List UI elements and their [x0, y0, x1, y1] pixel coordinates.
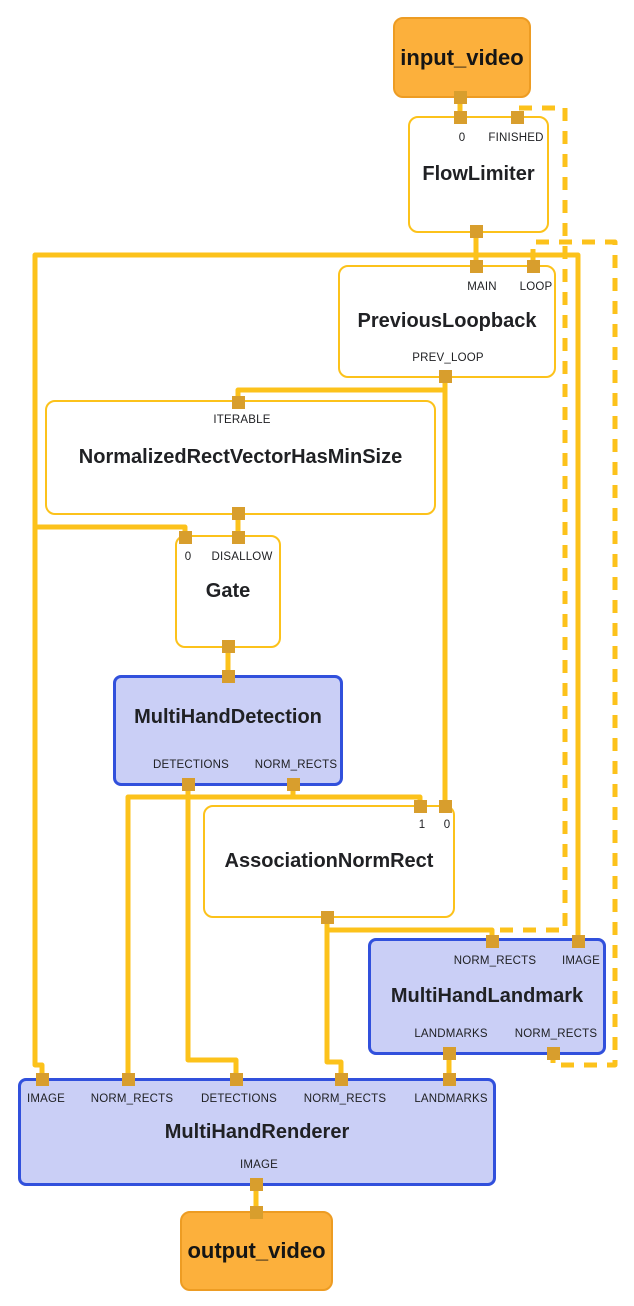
port-label-detections: DETECTIONS: [200, 1093, 278, 1105]
port-label-norm-rects-in: NORM_RECTS: [453, 955, 537, 967]
node-gate[interactable]: 0 DISALLOW Gate: [175, 535, 281, 648]
edge-assoc-to-renderer: [324, 914, 344, 1083]
node-title: Gate: [205, 580, 251, 602]
port-label-image-out: IMAGE: [239, 1159, 279, 1171]
port-label-landmarks-out: LANDMARKS: [414, 1028, 488, 1040]
port-label-finished: FINISHED: [488, 132, 544, 144]
node-title: output_video: [187, 1238, 326, 1263]
port-label-1: 1: [418, 819, 426, 831]
node-associationnormrect[interactable]: 1 0 AssociationNormRect: [203, 805, 455, 918]
port-label-norm-rects-0: NORM_RECTS: [90, 1093, 174, 1105]
edge-throttled-to-gate: [35, 524, 188, 541]
node-previousloopback[interactable]: MAIN LOOP PreviousLoopback PREV_LOOP: [338, 265, 556, 378]
node-title: FlowLimiter: [422, 163, 535, 185]
port-label-norm-rects-1: NORM_RECTS: [303, 1093, 387, 1105]
port-label-disallow: DISALLOW: [211, 551, 273, 563]
port-label-loop: LOOP: [519, 281, 553, 293]
port-label-norm-rects: NORM_RECTS: [254, 759, 338, 771]
node-input-video[interactable]: input_video: [393, 17, 531, 98]
node-multihandrenderer[interactable]: IMAGE NORM_RECTS DETECTIONS NORM_RECTS L…: [18, 1078, 496, 1186]
port-label-image-in: IMAGE: [561, 955, 601, 967]
port-label-image-in: IMAGE: [26, 1093, 66, 1105]
node-flowlimiter[interactable]: 0 FINISHED FlowLimiter: [408, 116, 549, 233]
port-label-0: 0: [184, 551, 192, 563]
node-title: MultiHandDetection: [134, 706, 322, 728]
port-label-iterable: ITERABLE: [213, 414, 271, 426]
node-multihanddetection[interactable]: MultiHandDetection DETECTIONS NORM_RECTS: [113, 675, 343, 786]
node-title: MultiHandLandmark: [390, 985, 584, 1007]
port-label-landmarks: LANDMARKS: [414, 1093, 488, 1105]
port-label-main: MAIN: [467, 281, 497, 293]
node-title: input_video: [400, 44, 524, 70]
port-label-detections: DETECTIONS: [152, 759, 230, 771]
port-label-prev-loop: PREV_LOOP: [412, 352, 484, 364]
node-title: MultiHandRenderer: [164, 1120, 350, 1143]
node-title: PreviousLoopback: [357, 310, 537, 332]
node-output-video[interactable]: output_video: [180, 1211, 333, 1291]
port-label-0: 0: [458, 132, 466, 144]
node-title: NormalizedRectVectorHasMinSize: [78, 446, 403, 468]
port-label-0: 0: [443, 819, 451, 831]
port-label-norm-rects-out: NORM_RECTS: [514, 1028, 598, 1040]
node-normalizedrectvectorhasminsize[interactable]: ITERABLE NormalizedRectVectorHasMinSize: [45, 400, 436, 515]
node-multihandlandmark[interactable]: NORM_RECTS IMAGE MultiHandLandmark LANDM…: [368, 938, 606, 1055]
node-title: AssociationNormRect: [224, 850, 434, 872]
